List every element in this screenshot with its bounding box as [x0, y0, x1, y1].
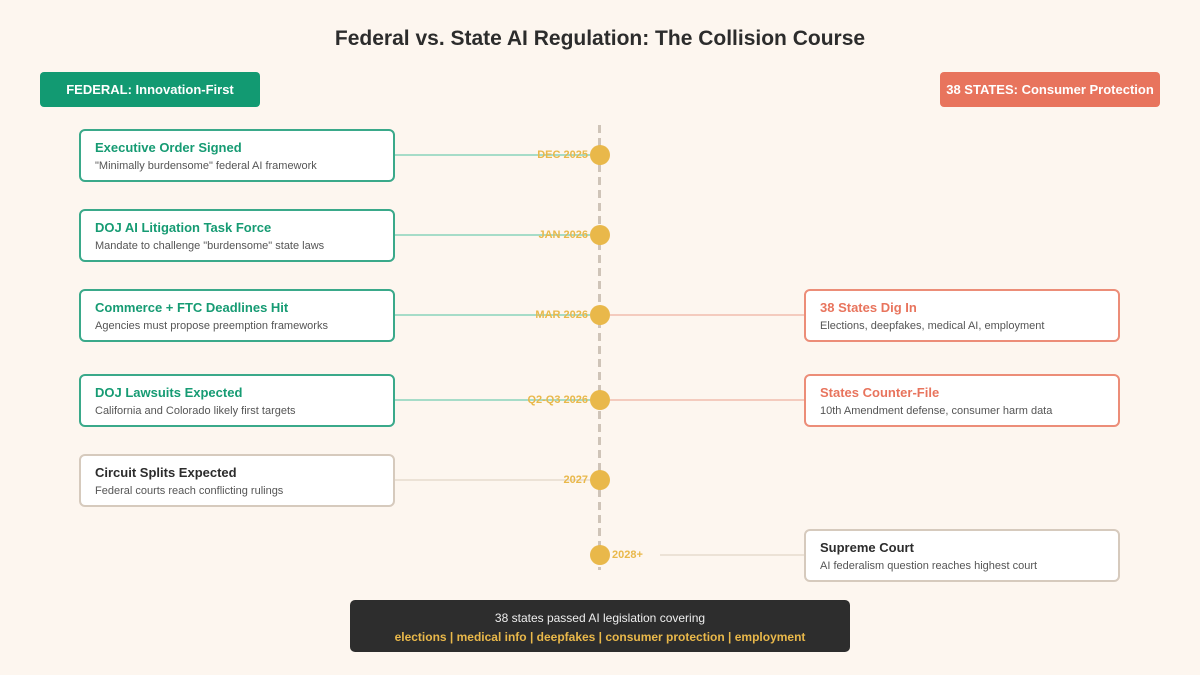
- neutral-event-card: Supreme Court AI federalism question rea…: [804, 529, 1120, 582]
- neutral-connector: [660, 554, 805, 556]
- timeline-node: [590, 545, 610, 565]
- event-description: 10th Amendment defense, consumer harm da…: [820, 405, 1053, 417]
- timeline-node: [590, 305, 610, 325]
- event-title: Supreme Court: [820, 540, 914, 555]
- federal-connector: [395, 154, 590, 156]
- event-description: AI federalism question reaches highest c…: [820, 560, 1038, 572]
- state-event-card: 38 States Dig In Elections, deepfakes, m…: [804, 289, 1120, 342]
- date-label: JAN 2026: [538, 229, 588, 241]
- footer-summary: 38 states passed AI legislation covering: [494, 611, 706, 625]
- event-description: Federal courts reach conflicting rulings: [95, 485, 284, 497]
- event-title: DOJ Lawsuits Expected: [95, 385, 243, 400]
- federal-connector: [395, 314, 590, 316]
- event-title: 38 States Dig In: [820, 300, 917, 315]
- event-description: Agencies must propose preemption framewo…: [95, 320, 328, 332]
- event-description: "Minimally burdensome" federal AI framew…: [95, 160, 317, 172]
- timeline-node: [590, 145, 610, 165]
- page-title: Federal vs. State AI Regulation: The Col…: [334, 27, 866, 50]
- event-title: DOJ AI Litigation Task Force: [95, 220, 272, 235]
- timeline-node: [590, 390, 610, 410]
- event-title: Commerce + FTC Deadlines Hit: [95, 300, 289, 315]
- summary-footer: 38 states passed AI legislation covering…: [350, 600, 850, 652]
- federal-connector: [395, 234, 590, 236]
- states-header: 38 STATES: Consumer Protection: [940, 72, 1160, 107]
- federal-event-card: Executive Order Signed "Minimally burden…: [79, 129, 395, 182]
- federal-connector: [395, 399, 590, 401]
- date-label: DEC 2025: [537, 149, 588, 161]
- event-description: Mandate to challenge "burdensome" state …: [95, 240, 325, 252]
- state-event-card: States Counter-File 10th Amendment defen…: [804, 374, 1120, 427]
- event-title: States Counter-File: [820, 385, 940, 400]
- date-label: 2028+: [612, 549, 643, 561]
- date-label: MAR 2026: [535, 309, 588, 321]
- timeline-node: [590, 470, 610, 490]
- timeline-node: [590, 225, 610, 245]
- event-title: Circuit Splits Expected: [95, 465, 237, 480]
- federal-event-card: DOJ AI Litigation Task Force Mandate to …: [79, 209, 395, 262]
- timeline-spine: [598, 125, 601, 570]
- date-label: Q2-Q3 2026: [527, 394, 588, 406]
- neutral-connector: [395, 479, 590, 481]
- event-title: Executive Order Signed: [95, 140, 242, 155]
- date-label: 2027: [563, 474, 588, 486]
- federal-header: FEDERAL: Innovation-First: [40, 72, 260, 107]
- event-description: Elections, deepfakes, medical AI, employ…: [820, 320, 1045, 332]
- footer-topics: elections | medical info | deepfakes | c…: [394, 630, 806, 644]
- state-connector: [610, 314, 805, 316]
- neutral-event-card: Circuit Splits Expected Federal courts r…: [79, 454, 395, 507]
- federal-event-card: DOJ Lawsuits Expected California and Col…: [79, 374, 395, 427]
- state-connector: [610, 399, 805, 401]
- federal-event-card: Commerce + FTC Deadlines Hit Agencies mu…: [79, 289, 395, 342]
- event-description: California and Colorado likely first tar…: [95, 405, 296, 417]
